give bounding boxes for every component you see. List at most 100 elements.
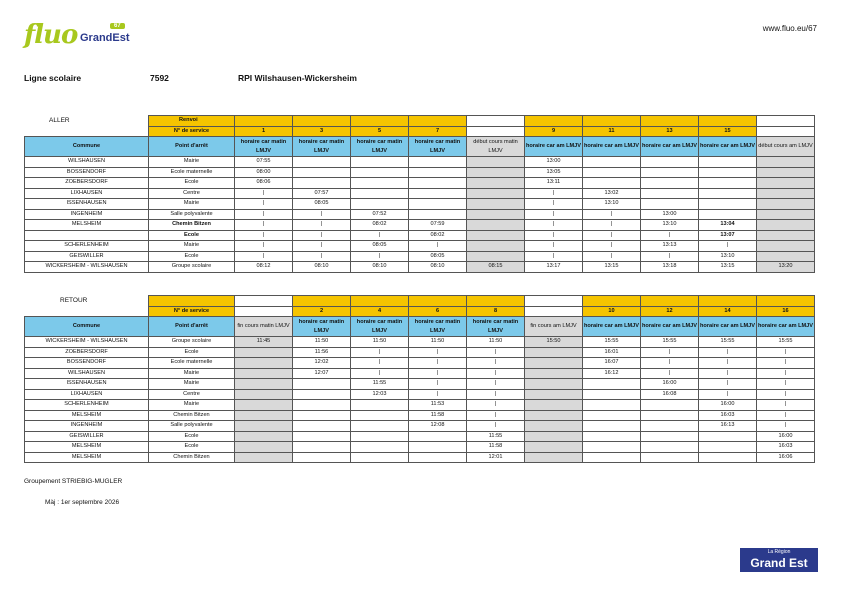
time-cell: 15:55 [582, 336, 641, 348]
time-cell: | [756, 378, 815, 390]
stop-name: Mairie [148, 378, 235, 390]
time-cell [350, 399, 409, 411]
period-header: fin cours matin LMJV [234, 316, 293, 337]
commune-name [24, 229, 149, 241]
time-cell: | [524, 208, 583, 220]
time-cell [466, 198, 525, 210]
time-cell: | [698, 367, 757, 379]
time-cell [756, 198, 815, 210]
time-cell: 08:10 [292, 261, 351, 273]
stop-name: Ecole [148, 346, 235, 358]
time-cell [408, 166, 467, 178]
time-cell [640, 441, 699, 453]
time-cell: 16:08 [640, 388, 699, 400]
time-cell: | [292, 219, 351, 231]
time-cell [582, 420, 641, 432]
time-cell [582, 441, 641, 453]
time-cell: | [466, 367, 525, 379]
time-cell: 11:55 [350, 378, 409, 390]
service-number: 1 [234, 125, 293, 137]
time-cell: 07:59 [408, 219, 467, 231]
time-cell: | [350, 229, 409, 241]
fluo-logo-badge: 67 [110, 23, 125, 29]
time-cell: 08:10 [408, 261, 467, 273]
period-header: horaire car am LMJV [756, 316, 815, 337]
service-number [756, 125, 815, 137]
commune-name: INGENHEIM [24, 208, 149, 220]
commune-name: ZOEBERSDORF [24, 346, 149, 358]
stop-name: Groupe scolaire [148, 261, 235, 273]
time-cell: | [350, 346, 409, 358]
time-cell [698, 166, 757, 178]
header-cell [524, 295, 583, 307]
commune-name: ZOEBERSDORF [24, 177, 149, 189]
service-number: 16 [756, 305, 815, 317]
stop-header: Point d'arrêt [148, 136, 235, 157]
commune-name: WICKERSHEIM - WILSHAUSEN [24, 336, 149, 348]
time-cell: | [234, 187, 293, 199]
time-cell: | [234, 198, 293, 210]
time-cell: | [466, 409, 525, 421]
time-cell: | [524, 240, 583, 252]
region-logo-small: La Région [767, 549, 791, 555]
time-cell [466, 187, 525, 199]
time-cell [234, 388, 293, 400]
time-cell: 13:15 [582, 261, 641, 273]
time-cell: | [408, 378, 467, 390]
header-cell [466, 295, 525, 307]
commune-name: WICKERSHEIM - WILSHAUSEN [24, 261, 149, 273]
time-cell [698, 187, 757, 199]
time-cell: 07:52 [350, 208, 409, 220]
time-cell [756, 250, 815, 262]
period-header: horaire car matin LMJV [292, 316, 351, 337]
time-cell: | [698, 240, 757, 252]
stop-name: Chemin Bitzen [148, 219, 235, 231]
service-number: 11 [582, 125, 641, 137]
time-cell: | [234, 208, 293, 220]
time-cell: 13:04 [698, 219, 757, 231]
time-cell [524, 430, 583, 442]
time-cell [640, 399, 699, 411]
time-cell [292, 156, 351, 168]
time-cell: | [756, 367, 815, 379]
time-cell: 16:12 [582, 367, 641, 379]
time-cell [234, 441, 293, 453]
time-cell [640, 420, 699, 432]
website-url[interactable]: www.fluo.eu/67 [762, 24, 817, 33]
time-cell [756, 156, 815, 168]
time-cell [350, 420, 409, 432]
time-cell [524, 451, 583, 463]
service-number: 15 [698, 125, 757, 137]
stop-name: Mairie [148, 156, 235, 168]
time-cell: 11:53 [408, 399, 467, 411]
stop-name: Chemin Bitzen [148, 409, 235, 421]
time-cell [350, 166, 409, 178]
commune-name: INGENHEIM [24, 420, 149, 432]
service-number [466, 125, 525, 137]
time-cell: 07:55 [234, 156, 293, 168]
period-header: horaire car matin LMJV [234, 136, 293, 157]
period-header: horaire car matin LMJV [292, 136, 351, 157]
time-cell [466, 229, 525, 241]
service-number-label: N° de service [148, 125, 235, 137]
time-cell [292, 177, 351, 189]
stop-name: Centre [148, 187, 235, 199]
time-cell: 11:45 [234, 336, 293, 348]
time-cell: | [466, 378, 525, 390]
time-cell [582, 451, 641, 463]
time-cell [756, 166, 815, 178]
header-cell [466, 115, 525, 127]
time-cell [640, 177, 699, 189]
fluo-logo-brand: GrandEst [80, 32, 130, 44]
time-cell [640, 430, 699, 442]
stop-name: Mairie [148, 198, 235, 210]
time-cell [350, 177, 409, 189]
commune-name: ISSENHAUSEN [24, 198, 149, 210]
